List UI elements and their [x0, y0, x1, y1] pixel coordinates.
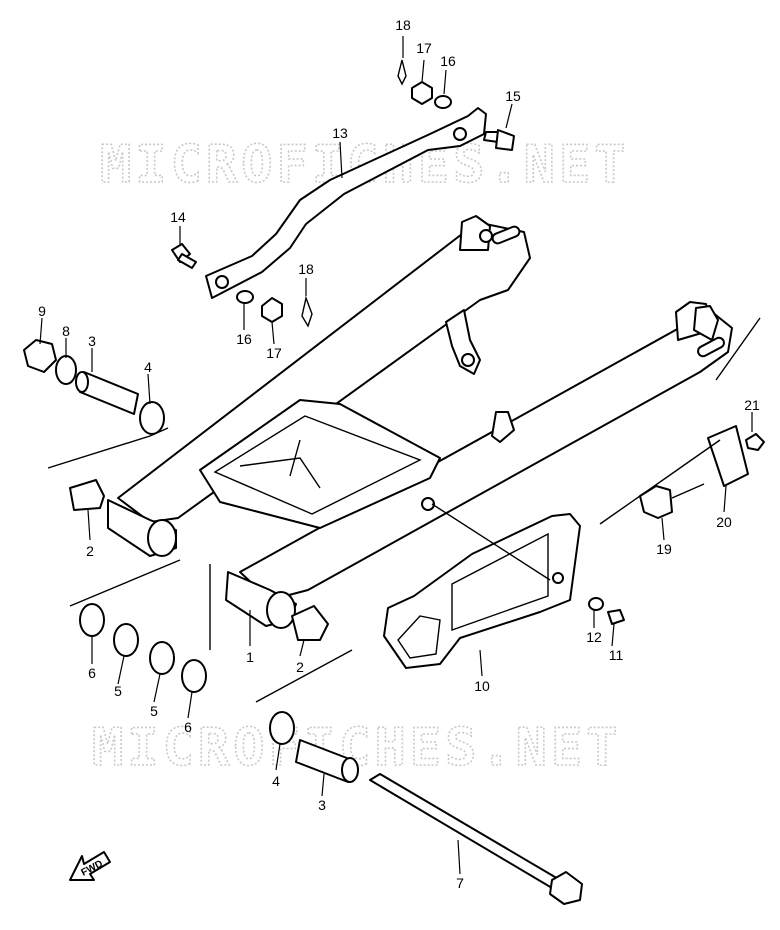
- callout-14: 14: [170, 209, 186, 225]
- callout-17-lower: 17: [266, 345, 282, 361]
- collar-5-left: [113, 623, 139, 657]
- callout-10: 10: [474, 678, 490, 694]
- bolt-14: [171, 243, 197, 269]
- collar-5-right: [149, 641, 175, 675]
- callout-6-right: 6: [184, 719, 192, 735]
- bolt-15: [483, 129, 515, 151]
- callout-20: 20: [716, 514, 732, 530]
- washer-16-top: [434, 95, 452, 109]
- callout-16-top: 16: [440, 53, 456, 69]
- callout-13: 13: [332, 125, 348, 141]
- torque-link: [205, 107, 487, 299]
- collar-12: [588, 597, 604, 611]
- callout-5-right: 5: [150, 703, 158, 719]
- callout-17-top: 17: [416, 40, 432, 56]
- callout-3-bottom: 3: [318, 797, 326, 813]
- callout-4-bottom: 4: [272, 773, 280, 789]
- nut-17-lower: [261, 297, 283, 323]
- callout-3-top: 3: [88, 333, 96, 349]
- callout-16-lower: 16: [236, 331, 252, 347]
- callout-2-left: 2: [86, 543, 94, 559]
- callout-21: 21: [744, 397, 760, 413]
- callout-11: 11: [609, 647, 624, 663]
- callout-labels: 18 17 16 15 13 14 18 16 17 9 8 3 4 2 1 2…: [38, 17, 760, 891]
- callout-18-lower: 18: [298, 261, 314, 277]
- callout-6-left: 6: [88, 665, 96, 681]
- callout-1: 1: [246, 649, 254, 665]
- callout-15: 15: [505, 88, 521, 104]
- assembly-lines: [47, 317, 761, 703]
- bearing-2-right: [291, 605, 329, 641]
- callout-18-top: 18: [395, 17, 411, 33]
- callout-19: 19: [656, 541, 672, 557]
- callout-4-top: 4: [144, 359, 152, 375]
- callout-7: 7: [456, 875, 464, 891]
- callout-9: 9: [38, 303, 46, 319]
- fwd-arrow-icon: FWD: [69, 851, 111, 881]
- adjuster-bolt: [671, 483, 705, 499]
- seal-4-bottom: [269, 711, 295, 745]
- nut-21: [745, 433, 765, 451]
- callout-5-left: 5: [114, 683, 122, 699]
- callout-2-right: 2: [296, 659, 304, 675]
- seal-6-right: [181, 659, 207, 693]
- washer-8: [55, 355, 77, 385]
- cotter-pin-18-lower: [301, 295, 313, 328]
- adjuster-plate-19: [639, 485, 673, 519]
- seal-4-top: [139, 401, 165, 435]
- adjuster-block-20: [707, 425, 749, 487]
- collar-3-top: [79, 371, 139, 415]
- nut-17-top: [411, 81, 433, 105]
- bolt-11: [607, 609, 625, 625]
- chain-guard: [383, 513, 581, 669]
- leader-lines: [39, 36, 753, 875]
- swingarm: [107, 215, 733, 629]
- nut-9: [23, 339, 57, 373]
- seal-6-left: [79, 603, 105, 637]
- callout-12: 12: [586, 629, 602, 645]
- cotter-pin-18-top: [397, 59, 407, 86]
- pivot-shaft-7: [369, 773, 583, 905]
- callout-8: 8: [62, 323, 70, 339]
- washer-16-lower: [236, 290, 254, 304]
- bearing-2-left: [69, 479, 105, 511]
